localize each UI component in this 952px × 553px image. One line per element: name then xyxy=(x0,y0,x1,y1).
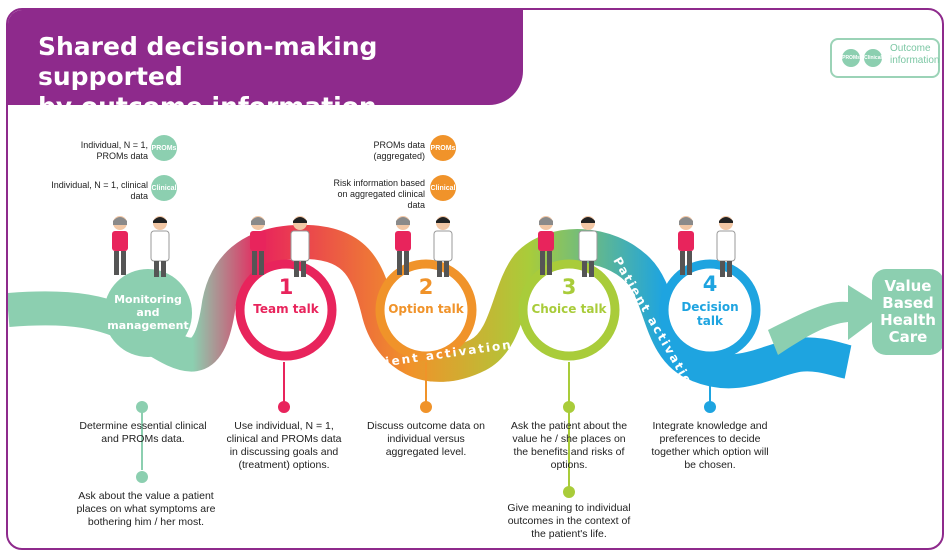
clinical-icon: Clinical xyxy=(151,175,177,201)
step-3-desc-2: Give meaning to individual outcomes in t… xyxy=(507,502,631,540)
legend-proms-icon: PROMs xyxy=(842,49,860,67)
stage-monitoring-label: Monitoring and management xyxy=(107,293,189,332)
step-3-label: Choice talk xyxy=(531,302,607,316)
dot-monitoring-2 xyxy=(136,471,148,483)
step-1-desc: Use individual, N = 1, clinical and PROM… xyxy=(226,420,342,471)
proms-icon-orange: PROMs xyxy=(430,135,456,161)
step-3-number: 3 xyxy=(561,275,577,299)
dot-team xyxy=(278,401,290,413)
proms-icon: PROMs xyxy=(151,135,177,161)
step-2-label: Option talk xyxy=(388,302,464,316)
dot-choice-1 xyxy=(563,401,575,413)
mid-clinical-label: Risk information based on aggregated cli… xyxy=(333,178,425,210)
left-proms-label: Individual, N = 1, PROMs data xyxy=(80,140,148,161)
outcome-arrow xyxy=(768,285,888,355)
title-line-2: by outcome information xyxy=(38,92,377,121)
patient-activation-band: Patient activation Patient activation Pa… xyxy=(8,216,942,498)
ring-decision-talk xyxy=(659,259,761,361)
title-banner: Shared decision-making supported by outc… xyxy=(8,10,523,121)
step-4-desc: Integrate knowledge and preferences to d… xyxy=(651,420,769,471)
legend-clinical-icon: Clinical xyxy=(864,49,882,67)
mid-proms-label: PROMs data (aggregated) xyxy=(373,140,425,161)
activation-band-path xyxy=(8,224,852,389)
dot-decision xyxy=(704,401,716,413)
title-line-1: Shared decision-making supported xyxy=(38,32,378,91)
ring-team-talk xyxy=(235,259,337,361)
ring-monitoring xyxy=(104,269,192,357)
left-clinical-label: Individual, N = 1, clinical data xyxy=(51,180,148,201)
legend: PROMs Clinical Outcome information xyxy=(830,38,940,78)
dot-choice-2 xyxy=(563,486,575,498)
step-2-desc: Discuss outcome data on individual versu… xyxy=(367,420,485,458)
dot-monitoring-1 xyxy=(136,401,148,413)
page-title: Shared decision-making supported by outc… xyxy=(38,32,518,122)
people-figures xyxy=(112,216,736,277)
step-1-number: 1 xyxy=(278,275,294,299)
step-3-desc: Ask the patient about the value he / she… xyxy=(510,420,628,471)
clinical-icon-orange: Clinical xyxy=(430,175,456,201)
infographic-frame: Patient activation Patient activation Pa… xyxy=(6,8,944,550)
monitoring-desc-2: Ask about the value a patient places on … xyxy=(76,490,216,528)
dot-option xyxy=(420,401,432,413)
value-based-health-care: Value Based Health Care xyxy=(880,277,936,346)
step-4-label: Decision talk xyxy=(681,300,739,328)
step-1-label: Team talk xyxy=(253,302,319,316)
step-4-number: 4 xyxy=(702,272,718,296)
ring-choice-talk xyxy=(518,259,620,361)
legend-text: Outcome information xyxy=(890,43,940,66)
ring-option-talk xyxy=(375,259,477,361)
monitoring-desc-1: Determine essential clinical and PROMs d… xyxy=(79,420,207,445)
value-box xyxy=(872,269,942,355)
step-2-number: 2 xyxy=(418,275,434,299)
